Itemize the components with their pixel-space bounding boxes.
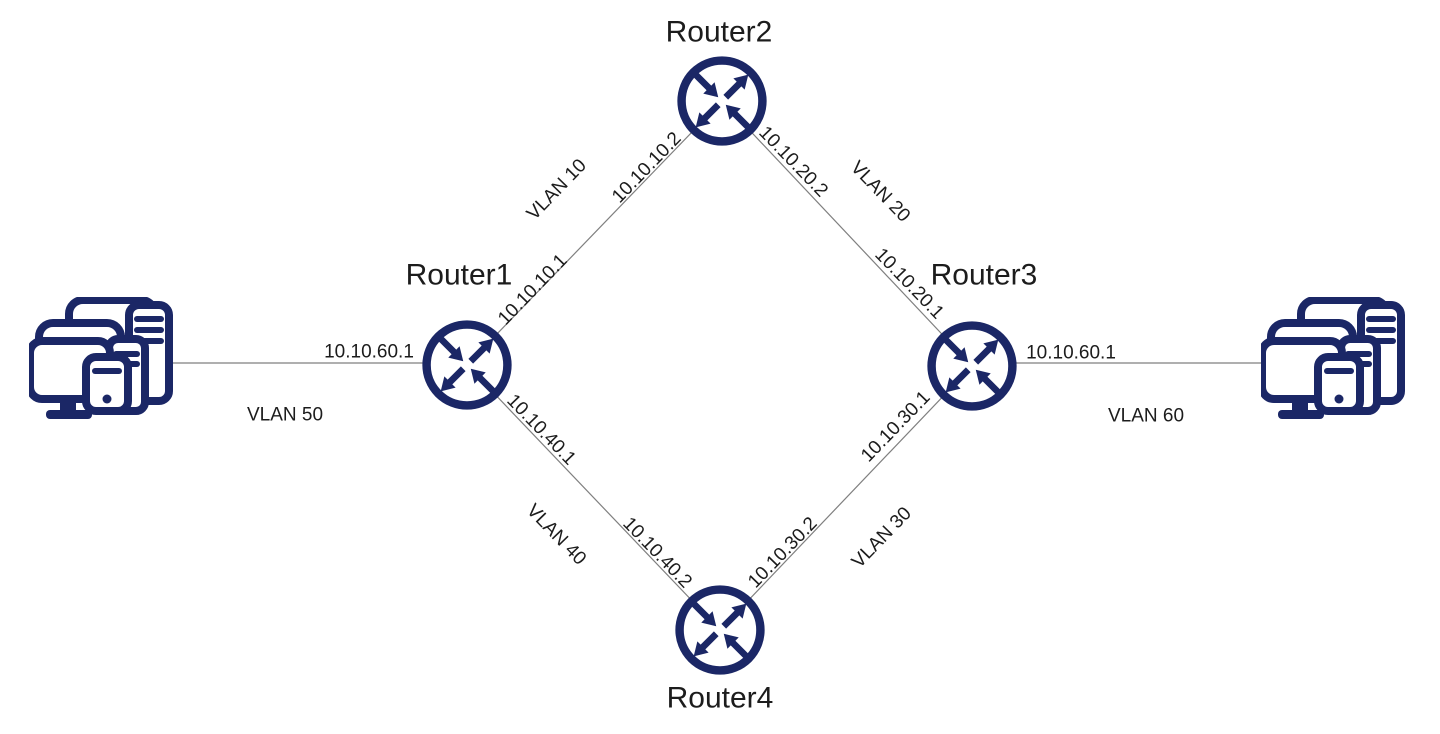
- ip-address-label: 10.10.30.2: [744, 513, 821, 592]
- router-node-router3: Router3: [931, 259, 1038, 407]
- vlan-label: VLAN 10: [523, 155, 591, 224]
- link-line: [719, 365, 973, 631]
- router-icon: [932, 326, 1013, 407]
- vlan-label: VLAN 40: [522, 500, 590, 569]
- hosts-left-cluster-icon: [30, 300, 169, 419]
- router-name-label: Router2: [666, 16, 773, 49]
- links-layer: [170, 100, 1268, 631]
- router-name-label: Router4: [667, 682, 774, 715]
- router-name-label: Router3: [931, 259, 1038, 292]
- ip-address-label: 10.10.40.1: [502, 390, 579, 469]
- hosts-right-cluster-icon: [1262, 300, 1401, 419]
- router-node-router1: Router1: [406, 259, 513, 406]
- router-node-router4: Router4: [667, 590, 774, 715]
- link-line: [466, 364, 721, 631]
- ip-address-label: 10.10.20.2: [754, 122, 831, 201]
- vlan-label: VLAN 30: [848, 503, 916, 572]
- ip-address-label: 10.10.60.1: [1026, 343, 1116, 364]
- ip-address-label: 10.10.10.2: [608, 128, 685, 207]
- link-line: [721, 100, 973, 367]
- link-router2-router3: [721, 100, 973, 367]
- link-router1-router2: [466, 100, 723, 366]
- link-router1-router4: [466, 364, 721, 631]
- vlan-label: VLAN 60: [1108, 406, 1184, 427]
- router-name-label: Router1: [406, 259, 513, 292]
- router-icon: [682, 61, 763, 142]
- vlan-label: VLAN 20: [846, 157, 914, 226]
- ip-address-label: 10.10.40.2: [618, 513, 695, 592]
- ip-address-label: 10.10.30.1: [857, 387, 934, 466]
- link-line: [466, 100, 723, 366]
- vlan-label: VLAN 50: [247, 405, 323, 426]
- router-node-router2: Router2: [666, 16, 773, 142]
- router-icon: [680, 590, 761, 671]
- link-router4-router3: [719, 365, 973, 631]
- ip-address-label: 10.10.60.1: [324, 342, 414, 363]
- router-icon: [427, 325, 508, 406]
